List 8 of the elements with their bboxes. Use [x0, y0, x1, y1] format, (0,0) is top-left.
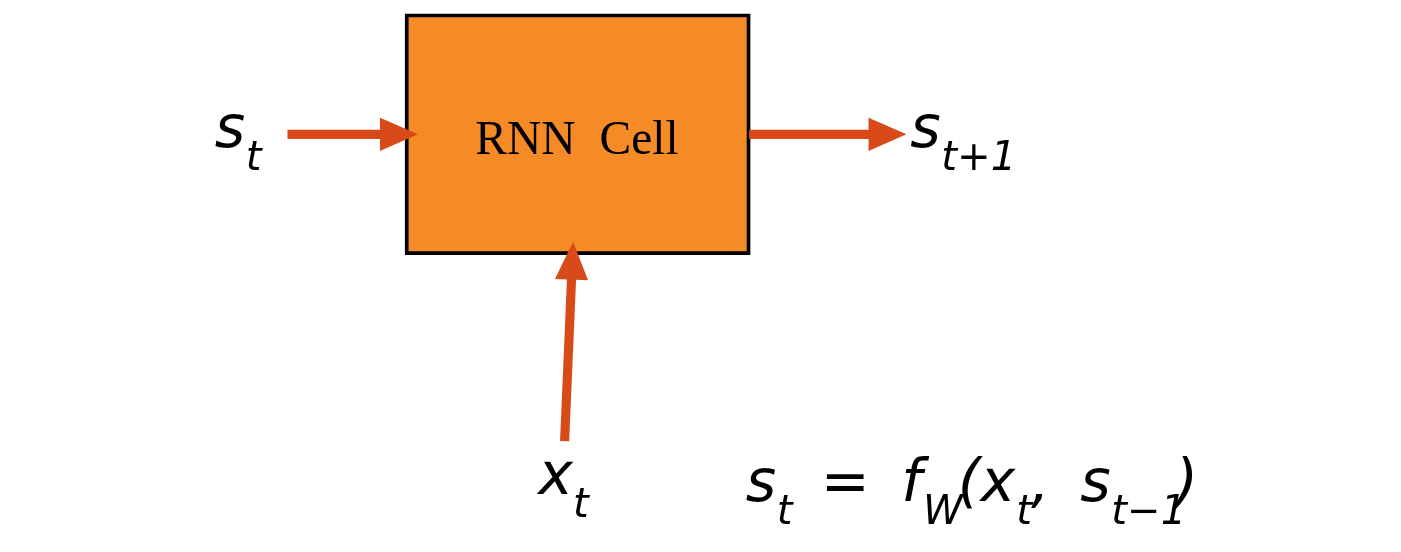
arrow — [286, 117, 418, 151]
node-text: s$_{t+1}$ — [909, 93, 1016, 180]
node-box: RNN Cell — [404, 13, 750, 255]
arrow — [748, 117, 906, 151]
node-text: x$_{t}$ — [537, 439, 589, 526]
node-text: s$_{t}$ — [214, 93, 262, 180]
arrow — [554, 241, 588, 442]
label: s$_{t}$ = f$_{W}$(x$_{t}$, s$_{t−1}$) — [745, 446, 1198, 533]
